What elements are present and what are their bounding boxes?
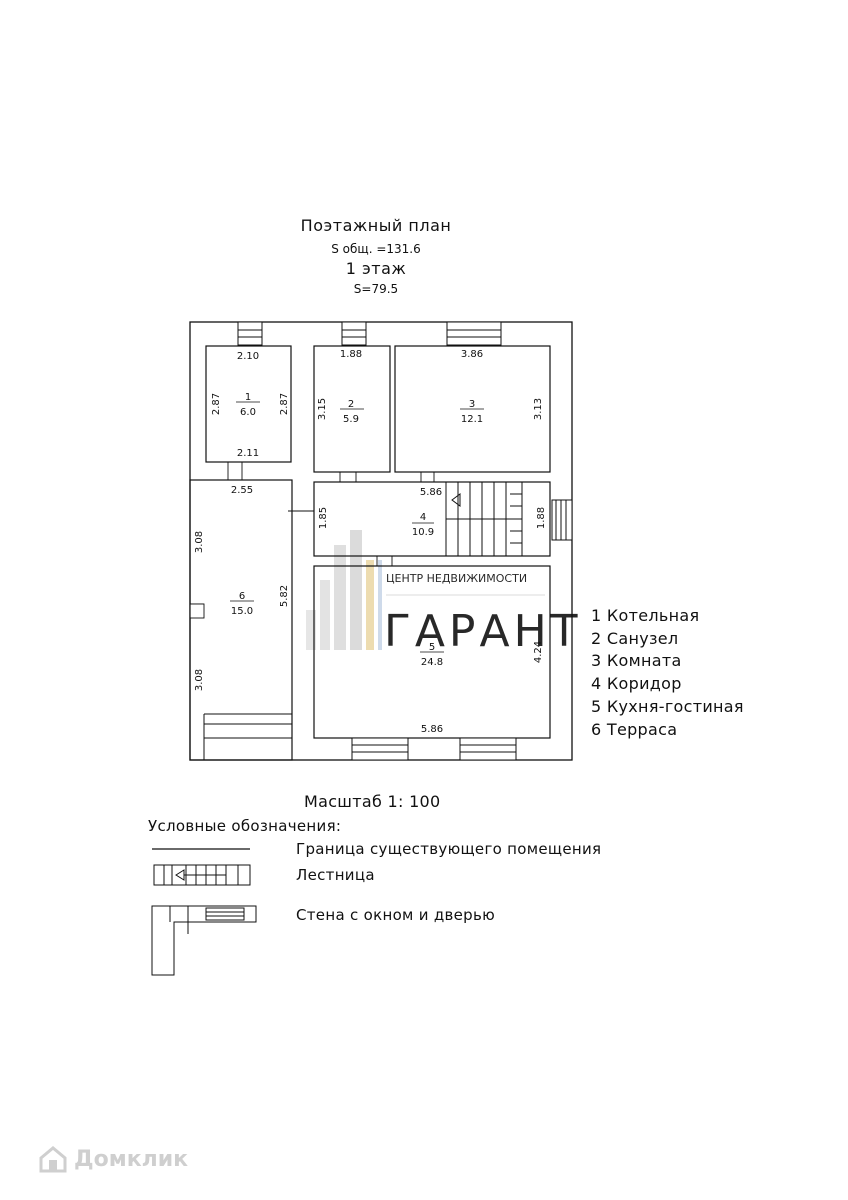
dim-r6-right: 5.82 (279, 585, 290, 607)
total-area: S общ. =131.6 (331, 242, 421, 256)
watermark-line1: ЦЕНТР НЕДВИЖИМОСТИ (386, 572, 527, 585)
terrace-steps (203, 713, 292, 760)
watermark-line2: ГАРАНТ (384, 606, 582, 657)
room-4: 4 10.9 5.86 1.85 1.88 (313, 481, 551, 557)
window-top-2 (341, 321, 367, 346)
dim-r3-top: 3.86 (461, 349, 483, 360)
room-5-number: 5 (429, 642, 435, 653)
scale-label: Масштаб 1: 100 (304, 792, 441, 811)
window-bottom-1 (351, 737, 409, 761)
room-3: 3 12.1 3.86 3.13 (394, 345, 551, 473)
room-4-area: 10.9 (412, 527, 434, 538)
legend-item-1: 1 Котельная (591, 606, 700, 625)
key-item-stair: Лестница (296, 866, 375, 884)
room-2-number: 2 (348, 399, 354, 410)
key-item-wall: Стена с окном и дверью (296, 906, 496, 924)
key-title: Условные обозначения: (148, 817, 342, 835)
room-1-area: 6.0 (240, 407, 256, 418)
dim-r2-left: 3.15 (317, 398, 328, 420)
entrance-steps (551, 499, 573, 541)
room-6: 6 15.0 2.55 3.08 3.08 5.82 (189, 479, 293, 761)
legend-item-4: 4 Коридор (591, 674, 682, 693)
dim-r2-top: 1.88 (340, 349, 362, 360)
dim-r6-left-upper: 3.08 (194, 531, 205, 553)
dim-r4-left: 1.85 (318, 507, 329, 529)
room-3-number: 3 (469, 399, 475, 410)
dim-r1-top: 2.10 (237, 351, 259, 362)
dim-r1-bottom: 2.11 (237, 448, 259, 459)
room-2-area: 5.9 (343, 414, 359, 425)
legend-item-2: 2 Санузел (591, 629, 679, 648)
door-marks (189, 462, 435, 619)
brand-name: Домклик (74, 1146, 189, 1172)
watermark-logo: ЦЕНТР НЕДВИЖИМОСТИ ГАРАНТ (306, 530, 582, 657)
window-bottom-2 (459, 737, 517, 761)
outer-wall (189, 321, 573, 761)
window-top-1 (237, 321, 263, 346)
room-6-area: 15.0 (231, 606, 253, 617)
legend-item-3: 3 Комната (591, 651, 682, 670)
floor-label: 1 этаж (345, 259, 407, 278)
room-4-number: 4 (420, 512, 426, 523)
dim-r5-right: 4.24 (533, 641, 544, 663)
window-top-3 (446, 321, 502, 346)
dim-r6-top: 2.55 (231, 485, 253, 496)
room-6-number: 6 (239, 591, 245, 602)
legend-item-6: 6 Терраса (591, 720, 678, 739)
key-item-boundary: Граница существующего помещения (296, 840, 602, 858)
room-5-area: 24.8 (421, 657, 443, 668)
staircase (445, 481, 523, 557)
dim-r6-left-lower: 3.08 (194, 669, 205, 691)
key-stair-symbol (153, 864, 251, 886)
room-2: 2 5.9 1.88 3.15 (313, 345, 391, 473)
house-icon (39, 1146, 67, 1173)
dim-r4-right: 1.88 (536, 507, 547, 529)
brand-watermark: Домклик (38, 1145, 188, 1173)
room-1-number: 1 (245, 392, 251, 403)
legend-item-5: 5 Кухня-гостиная (591, 697, 744, 716)
key-wall-symbol (151, 905, 257, 976)
dim-r1-right: 2.87 (279, 393, 290, 415)
dim-r5-bottom: 5.86 (421, 724, 443, 735)
floor-area: S=79.5 (353, 282, 399, 296)
room-3-area: 12.1 (461, 414, 483, 425)
dim-r4-top: 5.86 (420, 487, 442, 498)
plan-title: Поэтажный план (300, 216, 452, 235)
dim-r1-left: 2.87 (211, 393, 222, 415)
room-5: 5 24.8 4.24 5.86 (313, 565, 551, 739)
room-1: 1 6.0 2.10 2.87 2.87 2.11 (205, 345, 292, 463)
dim-r3-right: 3.13 (533, 398, 544, 420)
